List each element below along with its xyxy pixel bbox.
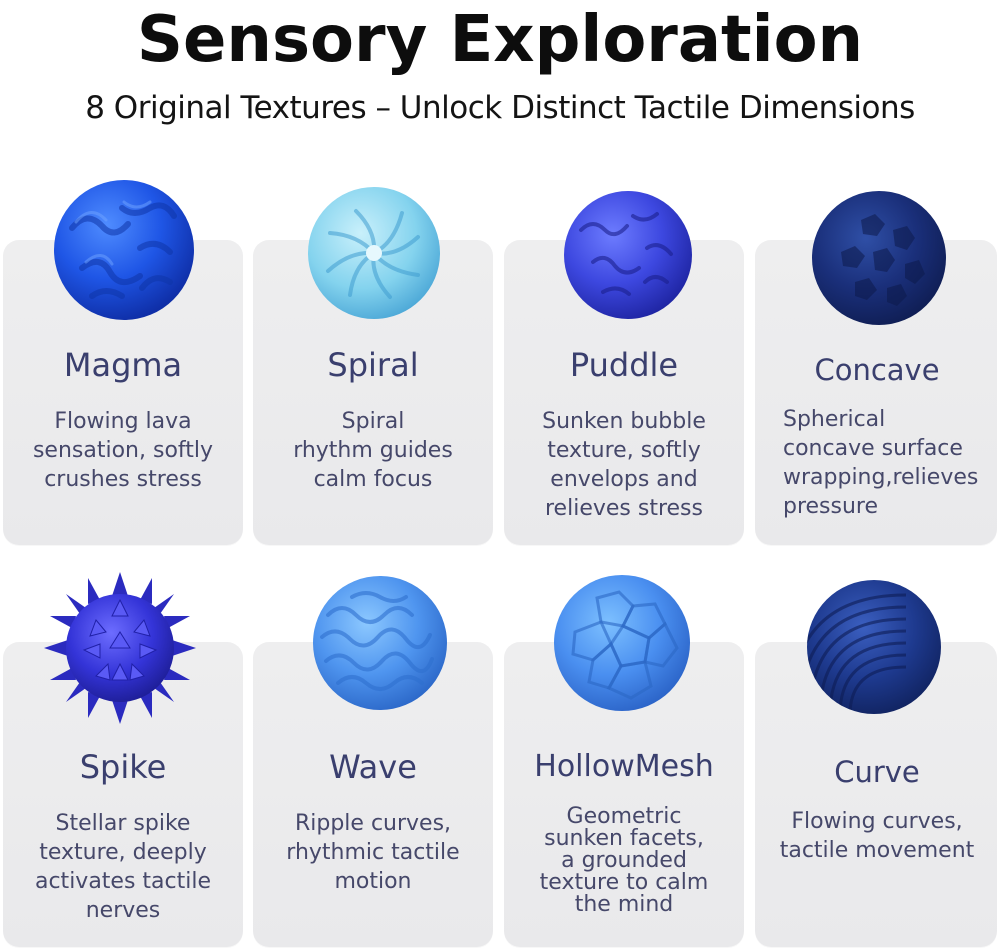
card-title-spike: Spike [79, 748, 167, 786]
card-desc-puddle: Sunken bubble texture, softly envelops a… [542, 409, 706, 521]
concave-ball-icon [812, 191, 946, 325]
page-title: Sensory Exploration [136, 3, 864, 77]
card-desc-hollowmesh: Geometric sunken facets, a grounded text… [539, 804, 709, 917]
card-title-spiral: Spiral [327, 346, 419, 384]
puddle-ball-icon [564, 191, 692, 319]
wave-ball-icon [313, 576, 447, 710]
card-desc-wave: Ripple curves, rhythmic tactile motion [286, 811, 460, 894]
card-title-puddle: Puddle [569, 346, 679, 384]
card-desc-spiral: Spiral rhythm guides calm focus [293, 409, 453, 492]
card-desc-concave: Spherical concave surface wrapping,relie… [783, 407, 979, 519]
card-desc-curve: Flowing curves, tactile movement [779, 809, 975, 863]
card-desc-spike: Stellar spike texture, deeply activates … [34, 811, 212, 923]
card-title-magma: Magma [63, 346, 183, 384]
magma-ball-icon [54, 180, 194, 320]
hollowmesh-ball-icon [554, 575, 690, 711]
spike-ball-icon [44, 572, 196, 724]
curve-ball-icon [807, 580, 941, 714]
page-subtitle: 8 Original Textures – Unlock Distinct Ta… [85, 90, 915, 126]
card-title-curve: Curve [834, 755, 920, 789]
card-title-concave: Concave [814, 353, 940, 387]
spiral-ball-icon [308, 187, 440, 319]
card-title-hollowmesh: HollowMesh [534, 749, 714, 784]
card-desc-magma: Flowing lava sensation, softly crushes s… [32, 409, 214, 492]
card-title-wave: Wave [329, 748, 417, 786]
